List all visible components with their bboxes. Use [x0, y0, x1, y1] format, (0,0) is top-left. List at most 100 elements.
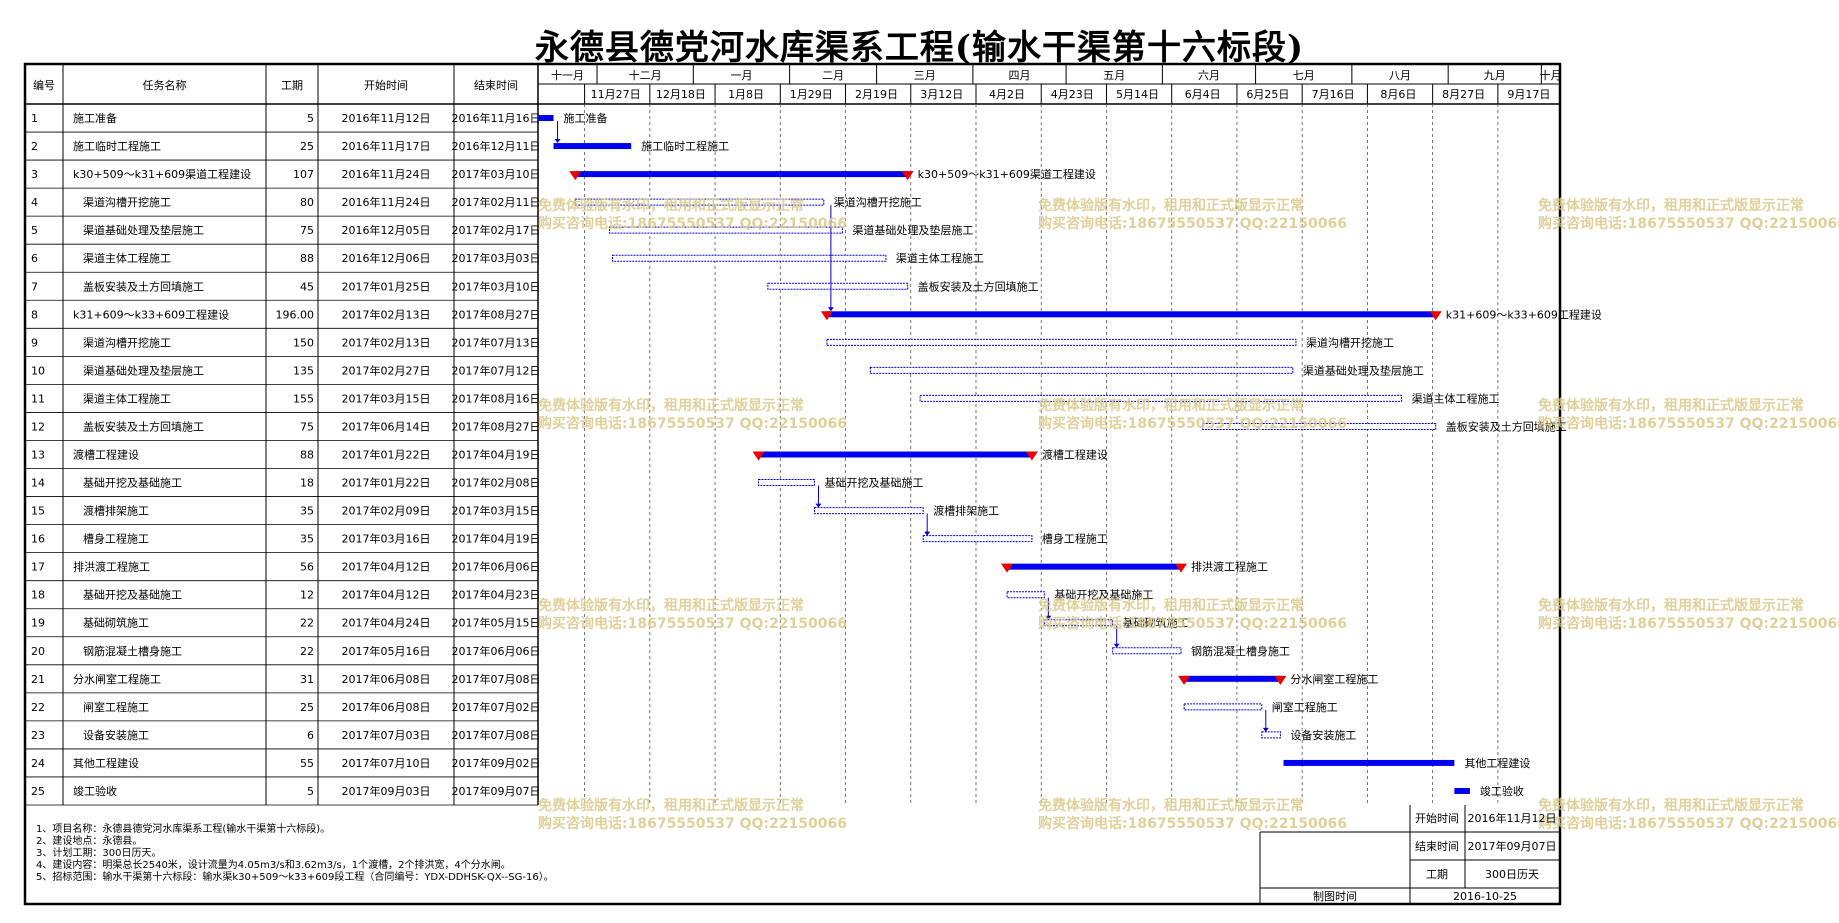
watermark-text: 免费体验版有水印，租用和正式版显示正常: [1538, 197, 1804, 214]
group-bar: [1184, 675, 1281, 682]
month-label: 十一月: [551, 68, 584, 82]
row-duration: 35: [300, 505, 314, 518]
watermark-text: 购买咨询电话:18675550537 QQ:22150066: [1038, 815, 1347, 832]
row-start: 2017年02月27日: [342, 363, 431, 377]
row-start: 2017年07月03日: [342, 728, 431, 742]
row-id: 9: [31, 336, 38, 349]
row-duration: 150: [293, 336, 314, 349]
row-id: 17: [31, 561, 45, 574]
row-duration: 75: [300, 420, 314, 433]
column-header: 结束时间: [474, 79, 518, 92]
week-label: 8月27日: [1442, 88, 1485, 101]
bar-label: 渠道主体工程施工: [1412, 391, 1500, 405]
row-duration: 55: [300, 757, 314, 770]
row-name: 分水闸室工程施工: [73, 672, 161, 686]
row-end: 2017年04月23日: [452, 588, 541, 602]
row-end: 2017年08月27日: [452, 419, 541, 433]
watermark-text: 免费体验版有水印，租用和正式版显示正常: [1538, 597, 1804, 614]
row-name: 基础开挖及基础施工: [83, 588, 182, 602]
row-id: 24: [31, 757, 45, 770]
month-label: 十二月: [629, 68, 662, 82]
row-name: 渡槽工程建设: [73, 448, 139, 462]
row-name: 其他工程建设: [73, 756, 139, 770]
group-end-marker: [1429, 311, 1442, 321]
month-label: 一月: [730, 69, 752, 82]
info-end-value: 2017年09月07日: [1468, 839, 1557, 853]
row-name: k31+609～k33+609工程建设: [73, 307, 229, 321]
row-end: 2017年07月13日: [452, 335, 541, 349]
task-bar: [1261, 731, 1281, 739]
week-label: 6月25日: [1246, 88, 1289, 101]
row-end: 2017年08月27日: [452, 307, 541, 321]
row-id: 4: [31, 196, 38, 209]
watermark-text: 购买咨询电话:18675550537 QQ:22150066: [538, 415, 847, 432]
row-id: 19: [31, 617, 45, 630]
row-end: 2017年02月08日: [452, 476, 541, 490]
project-note: 3、计划工期：300日历天。: [36, 846, 161, 859]
row-start: 2017年03月16日: [342, 532, 431, 546]
row-duration: 196.00: [276, 308, 315, 321]
row-start: 2017年06月14日: [342, 419, 431, 433]
bar-label: 渠道基础处理及垫层施工: [852, 223, 973, 237]
summary-bar: [1454, 787, 1470, 794]
week-label: 12月18日: [656, 88, 706, 101]
group-end-marker: [901, 171, 914, 181]
task-bar: [1043, 619, 1114, 627]
bar-label: 基础开挖及基础施工: [1054, 588, 1153, 602]
row-name: 渠道基础处理及垫层施工: [83, 363, 204, 377]
bar-label: 排洪渡工程施工: [1191, 560, 1268, 574]
row-id: 25: [31, 785, 45, 798]
bar-label: 渠道沟槽开挖施工: [1306, 335, 1394, 349]
week-label: 3月12日: [920, 88, 963, 101]
row-start: 2017年01月22日: [342, 448, 431, 462]
group-bar: [575, 171, 908, 178]
row-end: 2017年04月19日: [452, 532, 541, 546]
row-duration: 25: [300, 140, 314, 153]
row-end: 2017年06月06日: [452, 644, 541, 658]
row-duration: 12: [300, 589, 314, 602]
row-id: 2: [31, 140, 38, 153]
chart-frame: [23, 62, 1562, 906]
week-label: 7月16日: [1312, 88, 1355, 101]
row-end: 2017年07月12日: [452, 363, 541, 377]
row-name: 盖板安装及土方回填施工: [83, 419, 204, 433]
summary-bar: [538, 115, 554, 122]
row-duration: 5: [307, 785, 314, 798]
group-start-marker: [1178, 675, 1191, 685]
watermark-text: 免费体验版有水印，租用和正式版显示正常: [1038, 197, 1304, 214]
group-start-marker: [820, 311, 833, 321]
week-label: 4月23日: [1051, 88, 1094, 101]
row-end: 2017年08月16日: [452, 391, 541, 405]
row-end: 2017年03月10日: [452, 279, 541, 293]
dependency-arrow: [827, 307, 834, 312]
group-end-marker: [1025, 451, 1038, 461]
week-label: 1月8日: [728, 88, 764, 101]
watermark-text: 购买咨询电话:18675550537 QQ:22150066: [1038, 415, 1347, 432]
bar-label: 盖板安装及土方回填施工: [918, 279, 1039, 293]
bar-label: 施工临时工程施工: [641, 139, 729, 153]
week-label: 1月29日: [790, 88, 833, 101]
row-name: 渠道主体工程施工: [83, 391, 171, 405]
watermark-text: 免费体验版有水印，租用和正式版显示正常: [538, 197, 804, 214]
group-start-marker: [1001, 563, 1014, 573]
row-end: 2017年05月15日: [452, 616, 541, 630]
row-name: 排洪渡工程施工: [73, 560, 150, 574]
row-start: 2016年12月06日: [342, 251, 431, 265]
bar-label: 竣工验收: [1480, 784, 1524, 798]
row-id: 21: [31, 673, 45, 686]
bar-label: 渡槽排架施工: [933, 504, 999, 518]
row-name: 设备安装施工: [83, 728, 149, 742]
task-bar: [612, 254, 887, 262]
bar-label: 基础开挖及基础施工: [824, 476, 923, 490]
row-end: 2017年06月06日: [452, 560, 541, 574]
row-duration: 18: [300, 477, 314, 490]
watermark-text: 免费体验版有水印，租用和正式版显示正常: [538, 797, 804, 814]
row-start: 2017年06月08日: [342, 672, 431, 686]
row-id: 14: [31, 477, 45, 490]
row-id: 10: [31, 364, 45, 377]
row-id: 3: [31, 168, 38, 181]
row-name: 渡槽排架施工: [83, 504, 149, 518]
row-name: 渠道沟槽开挖施工: [83, 335, 171, 349]
watermark-text: 购买咨询电话:18675550537 QQ:22150066: [538, 815, 847, 832]
